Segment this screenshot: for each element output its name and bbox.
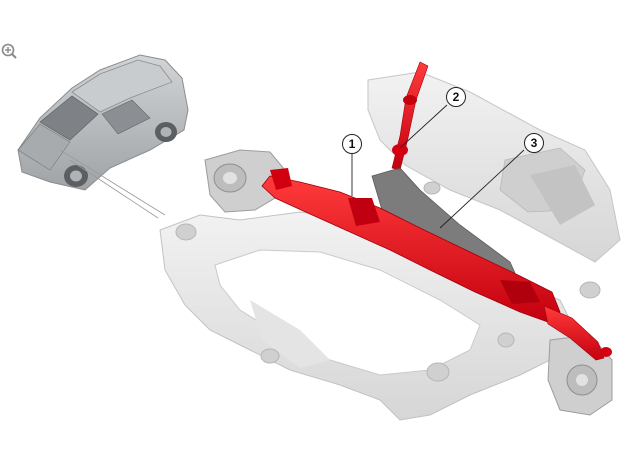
left-steering-knuckle-ghost: [204, 149, 286, 213]
vehicle-locator-image: [17, 54, 189, 219]
callout-3-label: 3: [531, 136, 538, 150]
zoom-in-icon[interactable]: [1, 43, 17, 59]
right-steering-knuckle-ghost: [547, 334, 613, 416]
callout-3[interactable]: 3: [524, 133, 544, 153]
callout-2[interactable]: 2: [446, 87, 466, 107]
callout-leaders: [351, 104, 525, 229]
callout-1-label: 1: [349, 137, 356, 151]
callout-1[interactable]: 1: [342, 134, 362, 154]
front-subframe-ghost: [159, 181, 601, 421]
steering-rack: [261, 168, 612, 361]
callout-2-label: 2: [453, 90, 460, 104]
